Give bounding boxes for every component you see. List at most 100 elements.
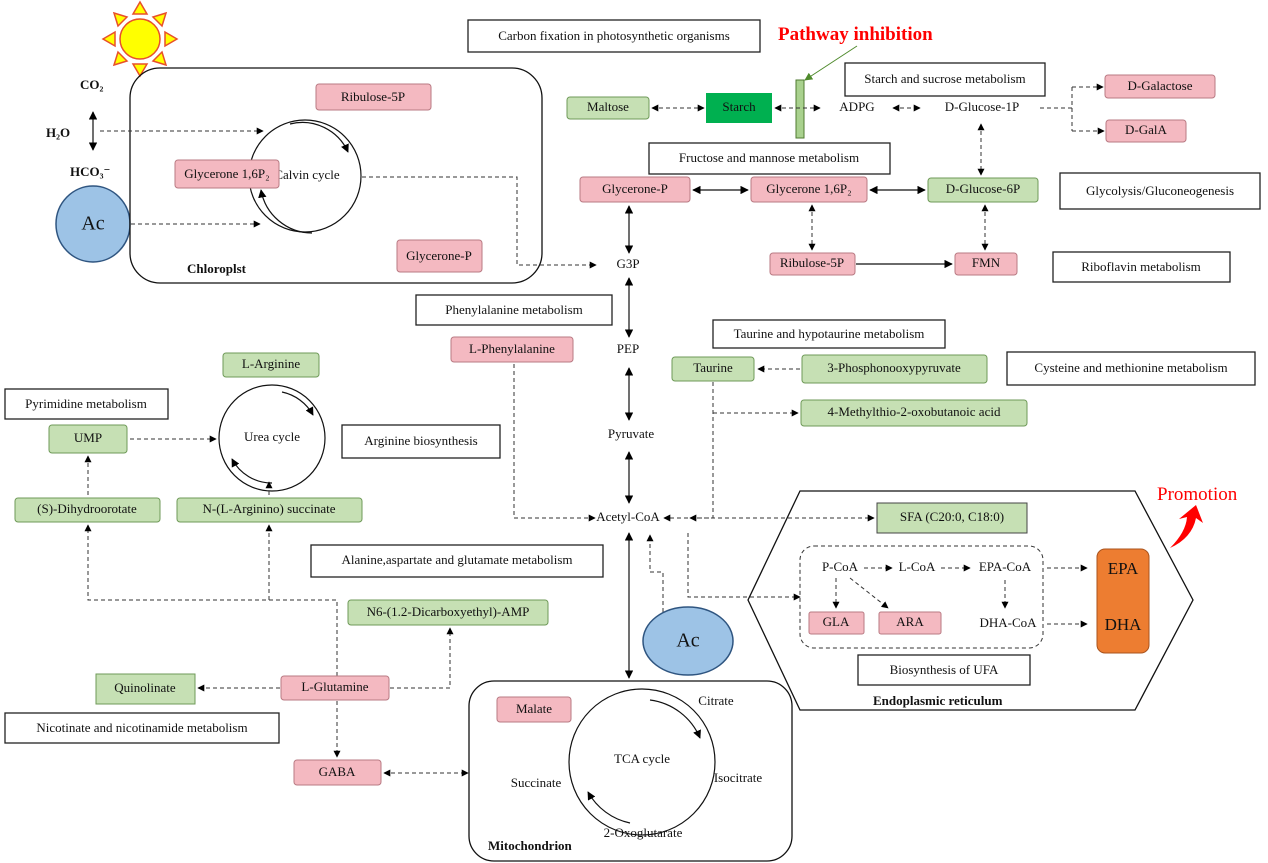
er-label: Endoplasmic reticulum: [873, 693, 1003, 708]
pathway-box-alanine: [310, 544, 604, 578]
node-label: Malate: [516, 701, 552, 716]
node-label: Glycerone 1,6P₂: [766, 181, 851, 196]
node-ribulose-5p-chloroplast: [315, 83, 432, 111]
node-label: L-Arginine: [242, 356, 300, 371]
pathway-label: Fructose and mannose metabolism: [679, 150, 859, 165]
node-label: FMN: [972, 255, 1001, 270]
pathway-label: Cysteine and methionine metabolism: [1034, 360, 1227, 375]
node-l-arginine: [222, 352, 320, 378]
ac-label-2: Ac: [676, 630, 699, 652]
node-n-l-arginino-succinate: [176, 497, 363, 523]
pathway-box-fructose-mannose: [648, 142, 891, 175]
pathway-box-pyrimidine: [4, 388, 169, 420]
glutamine-to-n6amp-arrow: [390, 627, 454, 689]
node-starch: [706, 93, 772, 123]
pathway-box-phenylalanine: [415, 294, 613, 326]
node-label: N-(L-Arginino) succinate: [203, 501, 336, 516]
calvin-cycle-label: Calvin cycle: [274, 167, 340, 182]
pathway-inhibition-label: Pathway inhibition: [778, 24, 933, 45]
node-pep: PEP: [617, 341, 639, 356]
node-d-glucose-1p: D-Glucose-1P: [945, 99, 1019, 114]
node-ribulose-5p: [769, 252, 856, 276]
node-taurine: [671, 356, 755, 382]
mitochondrion-compartment: [468, 680, 793, 862]
node-gla: [808, 611, 865, 635]
node-label: Starch: [722, 99, 756, 114]
ac-circle-mitochondrion: [642, 606, 734, 676]
pathway-label: Alanine,aspartate and glutamate metaboli…: [341, 552, 572, 567]
node-n6-dicarboxyethyl-amp: [347, 599, 549, 626]
pathway-box-riboflavin: [1052, 251, 1231, 283]
node-citrate: Citrate: [698, 693, 734, 708]
node-malate: [496, 696, 572, 723]
pathway-box-arginine-biosynthesis: [341, 424, 501, 459]
inhibition-pointer-arrow: [804, 45, 858, 81]
er-compartment: [747, 490, 1194, 711]
node-label: Glycerone-P: [406, 248, 472, 263]
node-label: Quinolinate: [114, 680, 176, 695]
node-label: Ribulose-5P: [341, 89, 405, 104]
sun-icon: [101, 0, 179, 78]
node-label: UMP: [74, 430, 102, 445]
taurine-to-acetylcoa-arrow: [663, 382, 714, 522]
node-label: L-Glutamine: [301, 679, 368, 694]
pathway-box-ufa: [857, 654, 1031, 686]
ac-to-acetylcoa-arrow: [646, 534, 664, 612]
node-label: Glycerone 1,6P₂: [184, 166, 269, 181]
pathway-label: Carbon fixation in photosynthetic organi…: [498, 28, 730, 43]
co2-label: CO₂: [80, 77, 104, 92]
node-d-glucose-6p: [927, 177, 1039, 203]
node-glycerone-p-chloroplast: [396, 239, 483, 273]
tca-cycle-label: TCA cycle: [614, 751, 670, 766]
mitochondrion-label: Mitochondrion: [488, 838, 573, 853]
h2o-label: H₂O: [46, 125, 70, 140]
node-label: L-Phenylalanine: [469, 341, 555, 356]
pathway-label: Taurine and hypotaurine metabolism: [734, 326, 925, 341]
pathway-box-nicotinate: [4, 712, 280, 744]
pathway-label: Nicotinate and nicotinamide metabolism: [36, 720, 247, 735]
pathway-label: Pyrimidine metabolism: [25, 396, 147, 411]
calvin-cycle-arrow: [258, 189, 313, 234]
node-label: 4-Methylthio-2-oxobutanoic acid: [828, 404, 1001, 419]
node-pyruvate: Pyruvate: [608, 426, 654, 441]
chloroplast-label: Chloroplst: [187, 261, 247, 276]
node-label: GLA: [823, 614, 850, 629]
tca-cycle-arrow: [649, 699, 701, 739]
pathway-label: Glycolysis/Gluconeogenesis: [1086, 183, 1234, 198]
node-label: Ribulose-5P: [780, 255, 844, 270]
node-p-coa: P-CoA: [822, 559, 859, 574]
pathway-label: Biosynthesis of UFA: [890, 662, 999, 677]
node-label: (S)-Dihydroorotate: [37, 501, 137, 516]
node-2-oxoglutarate: 2-Oxoglutarate: [604, 825, 683, 840]
promotion-label: Promotion: [1157, 484, 1238, 505]
promotion-arrow-icon: [1170, 505, 1203, 548]
ac-label-1: Ac: [81, 213, 104, 235]
node-glycerone-16p2: [750, 176, 868, 203]
urea-cycle-label: Urea cycle: [244, 429, 300, 444]
node-label: GABA: [319, 764, 356, 779]
node-s-dihydroorotate: [14, 497, 161, 523]
node-acetyl-coa: Acetyl-CoA: [596, 509, 660, 524]
node-epa-coa: EPA-CoA: [979, 559, 1032, 574]
node-label: D-Glucose-6P: [946, 181, 1020, 196]
node-label: 3-Phosphonooxypyruvate: [827, 360, 961, 375]
glutamine-to-dihydroorotate-arrow: [84, 524, 338, 676]
pathway-box-glycolysis: [1059, 172, 1261, 210]
node-d-gala: [1105, 119, 1187, 143]
inhibition-bar: [795, 79, 805, 139]
glucose1p-branch-line: [1040, 87, 1073, 131]
pathway-box-taurine: [712, 319, 946, 349]
node-g3p: G3P: [616, 256, 639, 271]
node-d-galactose: [1104, 74, 1216, 99]
node-adpg: ADPG: [839, 99, 874, 114]
urea-cycle-circle: [218, 384, 326, 492]
node-l-coa: L-CoA: [899, 559, 936, 574]
node-l-phenylalanine: [450, 336, 574, 363]
node-ara: [878, 611, 942, 635]
urea-cycle-arrow: [281, 391, 314, 416]
tca-cycle-arrow: [587, 791, 631, 824]
calvin-to-g3p-arrow: [362, 176, 597, 269]
epa-dha-box: [1096, 548, 1150, 654]
node-dha: DHA: [1105, 615, 1143, 634]
